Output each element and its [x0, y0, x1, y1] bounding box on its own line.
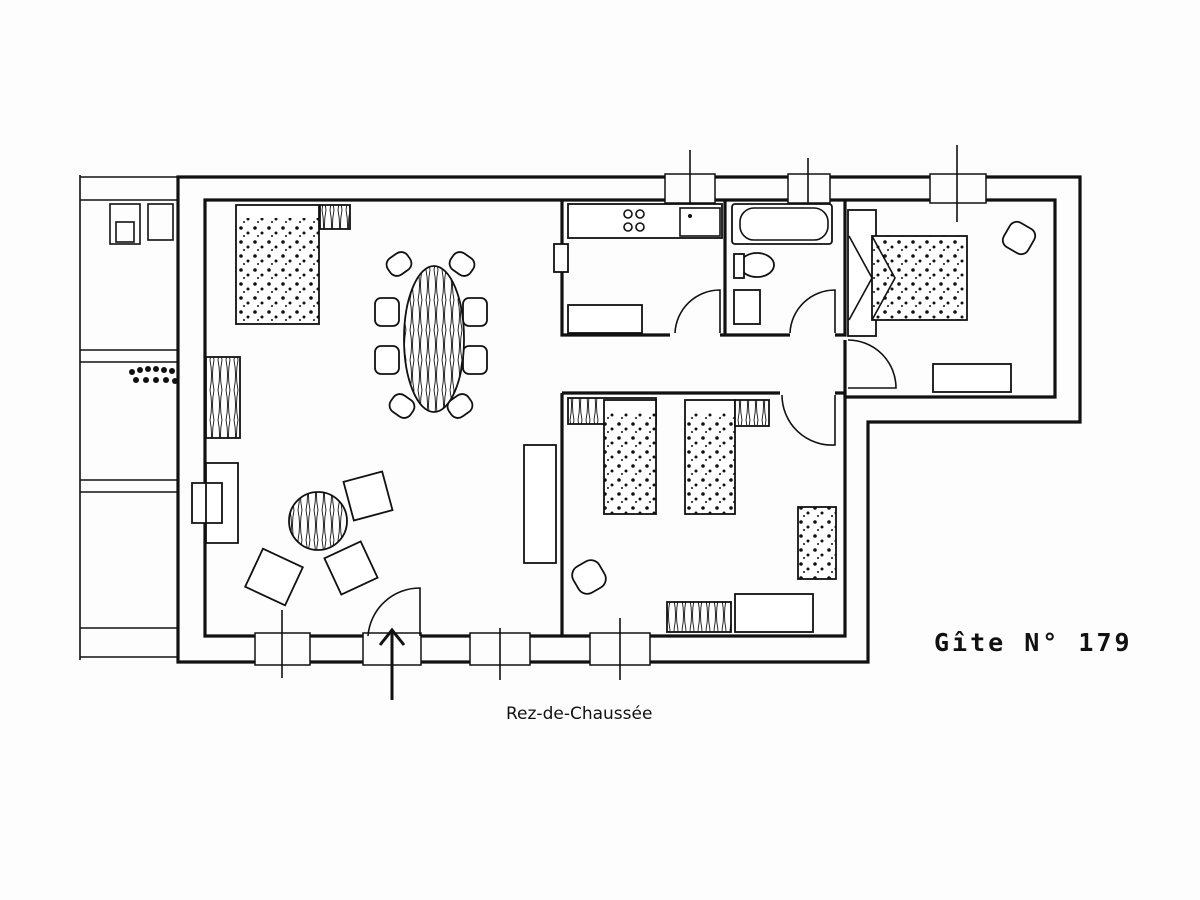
bathroom [731, 203, 833, 325]
floor-label: Rez-de-Chaussée [506, 704, 653, 724]
toilet [739, 252, 775, 278]
sink [733, 289, 761, 325]
window [929, 173, 987, 204]
chair [1001, 220, 1037, 256]
armchair [243, 547, 305, 607]
sideboard [523, 444, 557, 564]
kitchen [553, 203, 723, 334]
entrance-arrow-icon [378, 627, 406, 700]
window [787, 173, 831, 204]
armchair [342, 470, 394, 522]
armchair [323, 540, 379, 596]
plan-title: Gîte N° 179 [934, 628, 1133, 657]
living-room [191, 204, 557, 607]
double-bed [236, 218, 319, 324]
bathtub [731, 203, 833, 245]
desk [932, 363, 1012, 393]
bedroom-2 [567, 397, 837, 633]
bedroom-1 [847, 209, 1037, 393]
chair [571, 559, 607, 595]
annex-left [79, 175, 178, 660]
walls [176, 145, 1082, 700]
desk [734, 593, 814, 633]
dining-chairs [374, 251, 488, 419]
fireplace [191, 462, 239, 544]
